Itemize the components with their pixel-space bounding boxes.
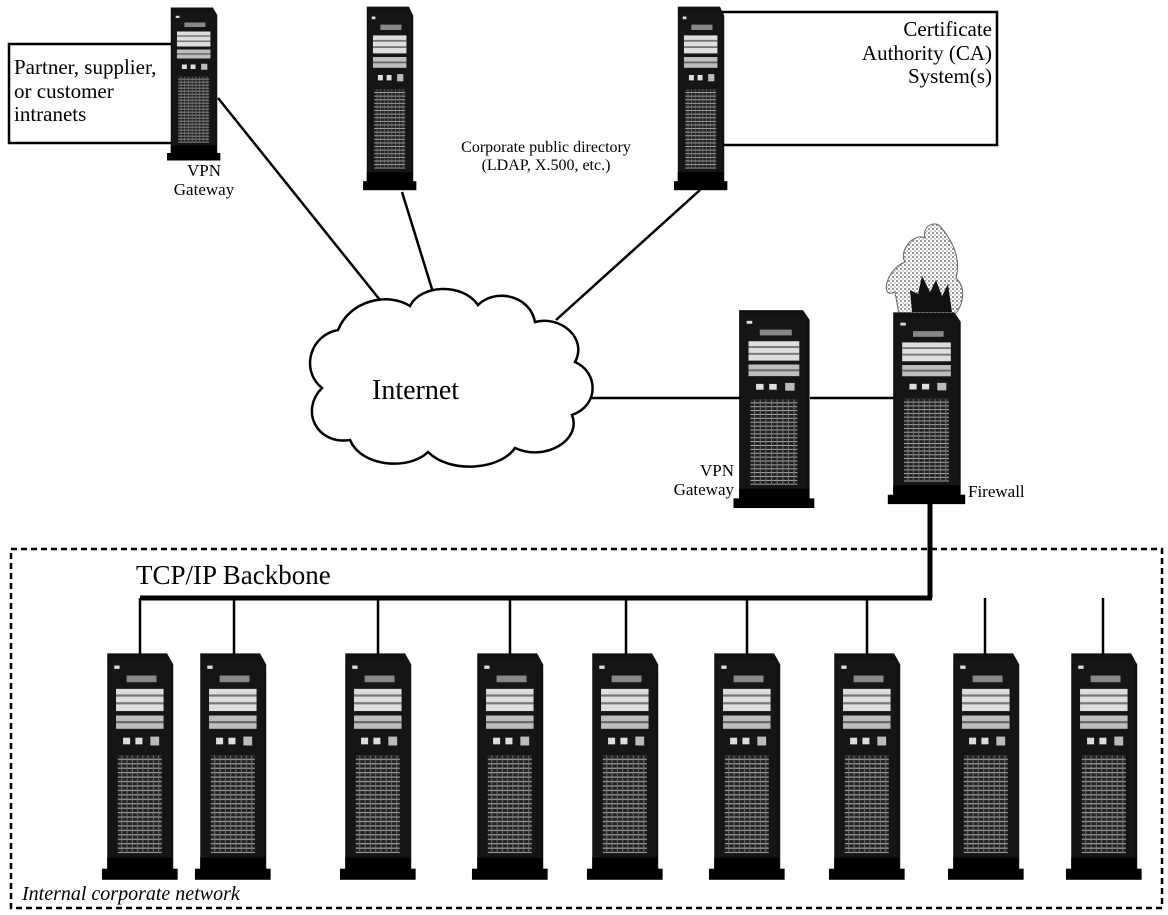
backbone-label: TCP/IP Backbone: [136, 560, 331, 590]
internal-network-label: Internal corporate network: [22, 883, 240, 905]
certificate-authority-label: Certificate Authority (CA) System(s): [861, 17, 992, 89]
workstation-icon: [101, 653, 178, 880]
vpn-gateway-local-server-icon: [733, 310, 815, 509]
workstation-icon: [828, 653, 905, 880]
firewall-label: Firewall: [968, 482, 1025, 501]
workstation-icon: [471, 653, 548, 880]
partner-intranets-label: Partner, supplier, or customer intranets: [14, 55, 157, 127]
corporate-directory-label: Corporate public directory (LDAP, X.500,…: [461, 139, 631, 174]
workstation-icon: [947, 653, 1024, 880]
workstation-icon: [339, 653, 416, 880]
vpn-gateway-remote-label: VPN Gateway: [173, 161, 235, 200]
workstation-icon: [708, 653, 785, 880]
certificate-authority-box: [720, 10, 999, 147]
backbone-bus: [138, 498, 1105, 660]
internal-network-boundary: [9, 547, 1164, 910]
vpn-gateway-local-label: VPN Gateway: [673, 461, 734, 500]
workstation-icon: [586, 653, 663, 880]
workstation-icon: [1065, 653, 1142, 880]
firewall-flame-icon: [885, 223, 966, 505]
vpn-gateway-remote-server-icon: [167, 7, 221, 161]
certificate-authority-server-icon: [674, 6, 728, 191]
internet-cloud-icon: [308, 287, 594, 468]
network-links: [217, 97, 895, 400]
workstation-icon: [194, 653, 271, 880]
internal-workstations: [101, 653, 1142, 880]
corporate-directory-server-icon: [363, 6, 417, 191]
partner-intranets-box: [7, 42, 183, 145]
internet-label: Internet: [372, 375, 460, 406]
